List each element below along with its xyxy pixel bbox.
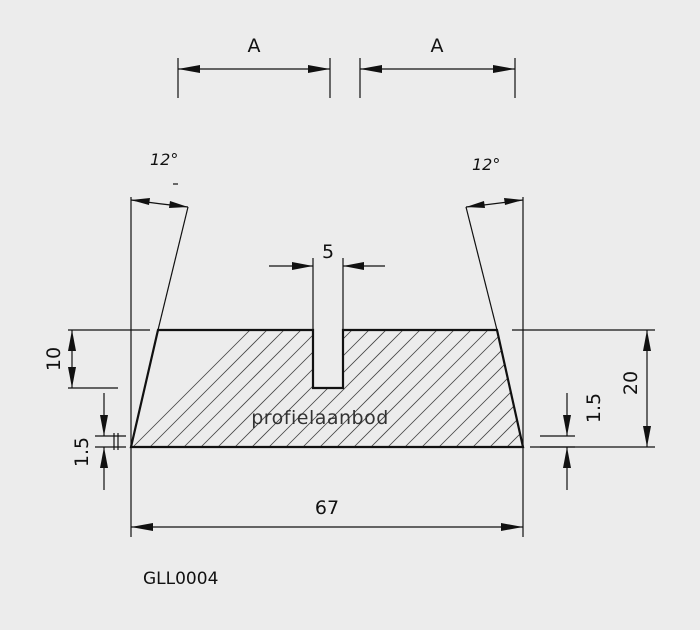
hatch-line xyxy=(289,330,436,447)
dimension-total-width: 67 xyxy=(130,447,524,537)
dimension-edge-right-label: 1.5 xyxy=(583,393,605,423)
hatch-fill xyxy=(131,315,700,460)
hatch-line xyxy=(408,330,523,447)
angle-right: 12° xyxy=(465,155,524,447)
dimension-height-total-label: 20 xyxy=(620,371,642,395)
angle-right-label: 12° xyxy=(472,155,500,174)
hatch-line xyxy=(306,330,453,447)
hatch-line xyxy=(476,330,523,447)
dimension-edge-left-label: 1.5 xyxy=(71,437,93,467)
hatch-line xyxy=(374,330,521,447)
watermark-text: profielaanbod xyxy=(251,407,389,429)
hatch-line xyxy=(493,330,523,447)
dimension-edge-left: 1.5 xyxy=(71,393,126,490)
dimension-groove-width-label: 5 xyxy=(322,241,334,263)
dimension-total-width-label: 67 xyxy=(315,497,339,519)
dimension-groove-width: 5 xyxy=(269,241,385,330)
hatch-line xyxy=(136,330,283,447)
product-code: GLL0004 xyxy=(143,569,218,589)
angle-left-label: 12° xyxy=(150,150,178,169)
hatch-line xyxy=(357,330,504,447)
hatch-line xyxy=(187,330,334,447)
hatch-line xyxy=(545,315,690,460)
dimension-height-total: 20 xyxy=(512,329,655,448)
dimension-a-right-label: A xyxy=(431,35,444,57)
dimension-a-right: A xyxy=(359,35,516,98)
profile-outline xyxy=(129,328,525,449)
dimension-a-left-label: A xyxy=(248,35,261,57)
hatch-line xyxy=(340,330,487,447)
hatch-line xyxy=(425,330,523,447)
hatch-line xyxy=(153,330,300,447)
dimension-a-left: A xyxy=(177,35,331,98)
hatch-line xyxy=(170,330,317,447)
hatch-line xyxy=(647,315,700,460)
hatch-line xyxy=(323,330,470,447)
angle-left: 12° xyxy=(130,150,189,447)
hatch-line xyxy=(238,330,385,447)
hatch-line xyxy=(131,330,266,447)
dimension-groove-depth-label: 10 xyxy=(43,347,65,371)
hatch-line xyxy=(459,330,523,447)
hatch-line xyxy=(528,315,673,460)
dimension-edge-right: 1.5 xyxy=(540,393,605,490)
hatch-line xyxy=(272,330,419,447)
dimension-groove-depth: 10 xyxy=(43,329,150,389)
